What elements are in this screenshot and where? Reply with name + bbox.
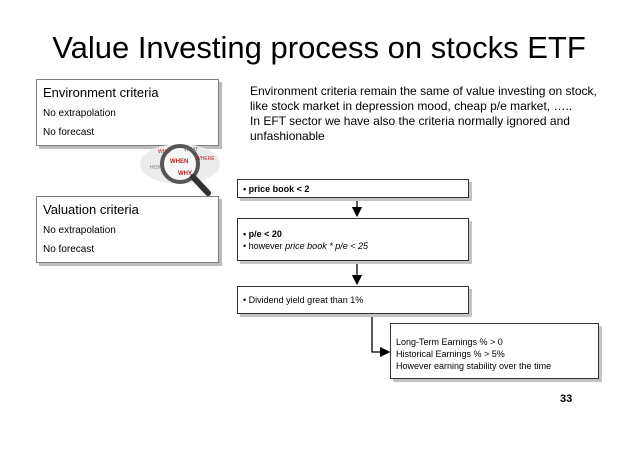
pe-however-formula: price book * p/e < 25 bbox=[285, 241, 368, 251]
environment-description: Environment criteria remain the same of … bbox=[250, 84, 615, 144]
arrow-dividend-to-earnings bbox=[371, 314, 391, 358]
pe-text: • p/e < 20 bbox=[243, 229, 282, 239]
description-line-4: unfashionable bbox=[250, 129, 325, 143]
magnifier-illustration: WHO WHAT WHEN HOW WHY WHERE bbox=[140, 144, 220, 196]
step-pe-ratio: • p/e < 20 • however price book * p/e < … bbox=[237, 218, 469, 261]
valuation-no-forecast: No forecast bbox=[43, 244, 95, 255]
step-earnings: Long-Term Earnings % > 0 Historical Earn… bbox=[390, 323, 599, 379]
description-line-2: like stock market in depression mood, ch… bbox=[250, 99, 573, 113]
earnings-long-term: Long-Term Earnings % > 0 bbox=[396, 337, 503, 347]
description-line-1: Environment criteria remain the same of … bbox=[250, 84, 597, 98]
environment-no-forecast: No forecast bbox=[43, 127, 95, 138]
word-who: WHO bbox=[158, 149, 170, 155]
environment-criteria-heading: Environment criteria bbox=[43, 85, 159, 100]
word-what: WHAT bbox=[184, 147, 198, 153]
environment-no-extrapolation: No extrapolation bbox=[43, 108, 116, 119]
valuation-no-extrapolation: No extrapolation bbox=[43, 225, 116, 236]
dividend-text: • Dividend yield great than 1% bbox=[243, 295, 364, 305]
pe-however-text: • however bbox=[243, 241, 286, 251]
pe-however-line: • however price book * p/e < 25 bbox=[243, 240, 463, 252]
slide-title: Value Investing process on stocks ETF bbox=[52, 30, 586, 65]
step-price-book: • price book < 2 bbox=[237, 179, 469, 198]
description-line-3: In EFT sector we have also the criteria … bbox=[250, 114, 570, 128]
magnifier-icon bbox=[160, 144, 211, 196]
word-why: WHY bbox=[178, 171, 192, 177]
valuation-criteria-heading: Valuation criteria bbox=[43, 202, 139, 217]
environment-criteria-box: Environment criteria No extrapolation No… bbox=[36, 79, 219, 146]
price-book-text: • price book < 2 bbox=[243, 184, 310, 194]
earnings-historical: Historical Earnings % > 5% bbox=[396, 349, 505, 359]
word-where: WHERE bbox=[196, 156, 215, 162]
step-dividend-yield: • Dividend yield great than 1% bbox=[237, 286, 469, 314]
word-when: WHEN bbox=[170, 159, 188, 165]
page-number: 33 bbox=[560, 393, 573, 405]
valuation-criteria-box: Valuation criteria No extrapolation No f… bbox=[36, 196, 219, 263]
word-how: HOW bbox=[150, 165, 163, 171]
earnings-stability: However earning stability over the time bbox=[396, 361, 552, 371]
